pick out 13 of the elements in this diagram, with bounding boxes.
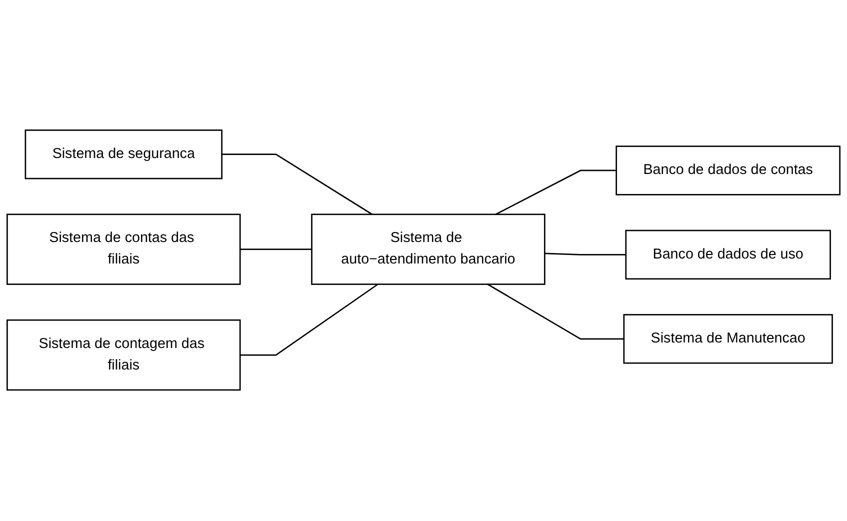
node-box: Sistema de seguranca [24,130,222,180]
node-box: Banco de dados de contas [616,146,840,196]
connector [495,170,616,216]
node-box: Sistema de auto−atendimento bancario [311,214,546,286]
node-box: Sistema de Manutencao [623,314,833,364]
connector [222,154,373,216]
node-box: Banco de dados de uso [625,230,831,280]
connector [240,284,378,356]
connector [487,284,624,340]
connector [544,253,626,256]
node-box: Sistema de contas das filiais [6,214,241,286]
connector [240,249,312,250]
node-box: Sistema de contagem das filiais [6,320,241,392]
